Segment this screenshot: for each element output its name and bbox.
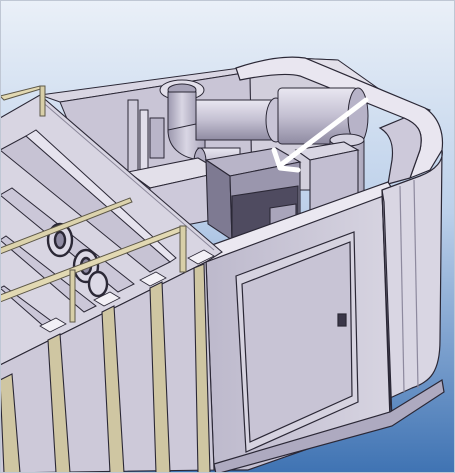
right-wall-rim	[235, 56, 444, 185]
exhaust-pipe	[195, 99, 277, 141]
handrail	[0, 85, 187, 323]
door-latch-icon	[337, 313, 347, 327]
roof-tabs	[39, 249, 215, 333]
arrow-icon	[271, 97, 369, 173]
service-door	[235, 231, 359, 453]
